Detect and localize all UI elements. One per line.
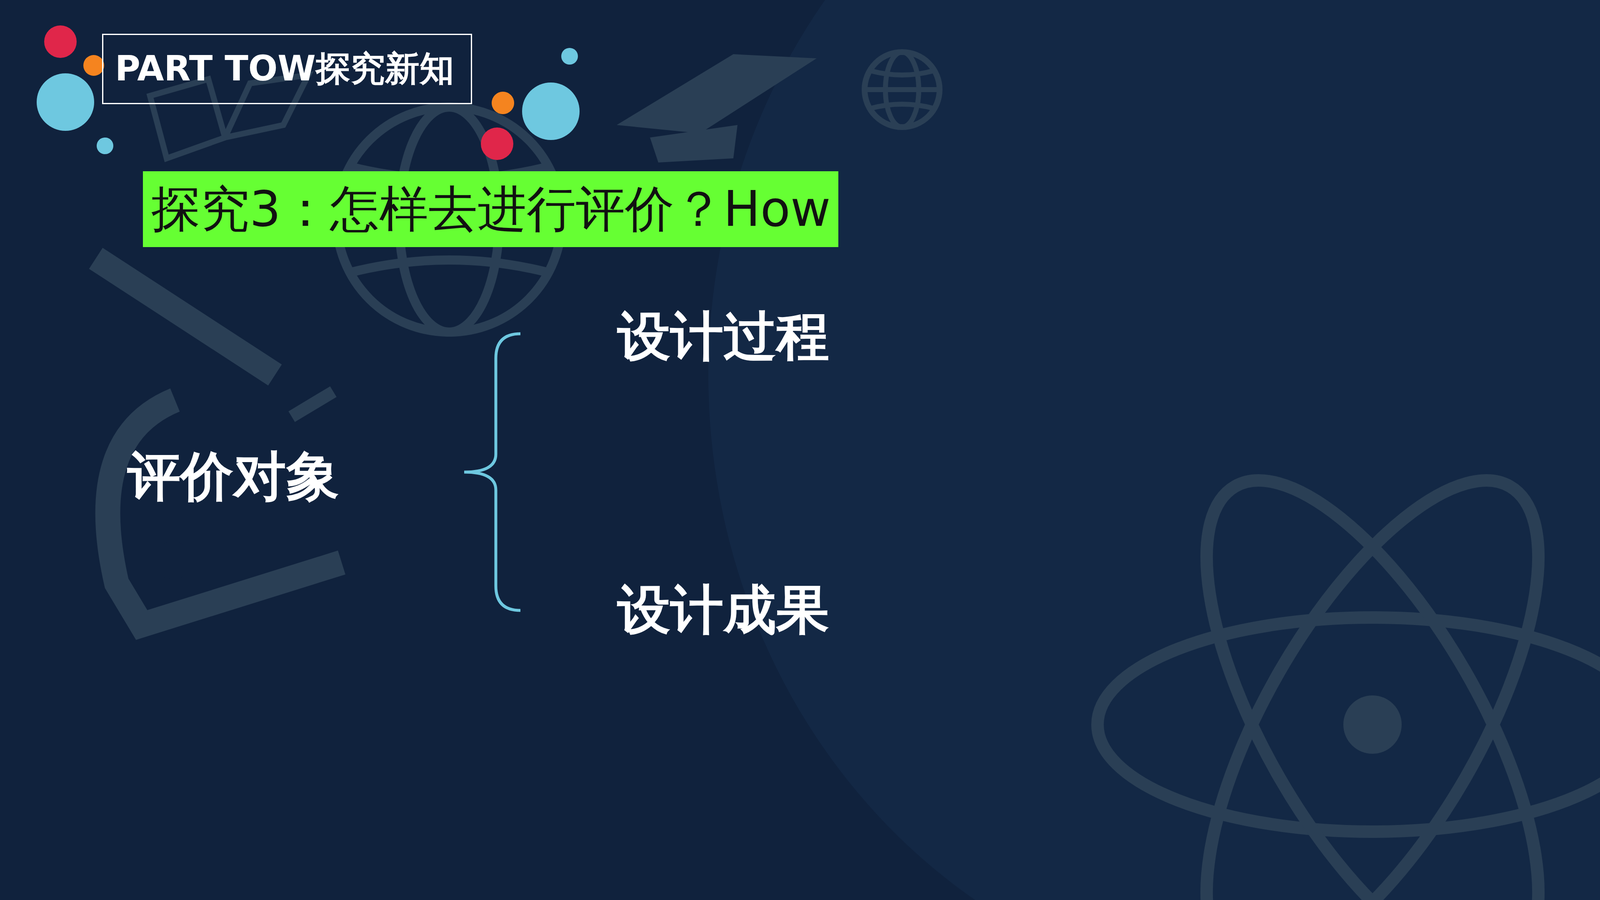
label-text: 设计成果: [617, 580, 830, 640]
title-box: PART TOW探究新知: [102, 33, 473, 105]
curly-brace: [464, 333, 521, 611]
decor-dots: [36, 25, 580, 160]
slide-title: PART TOW探究新知: [103, 45, 471, 93]
label-text: 设计过程: [617, 307, 830, 366]
decor-icons: [95, 0, 1600, 900]
band-text: 探究3：怎样去进行评价？How: [142, 179, 839, 239]
highlight-band: 探究3：怎样去进行评价？How: [142, 171, 839, 248]
label-text: 评价对象: [127, 447, 340, 506]
